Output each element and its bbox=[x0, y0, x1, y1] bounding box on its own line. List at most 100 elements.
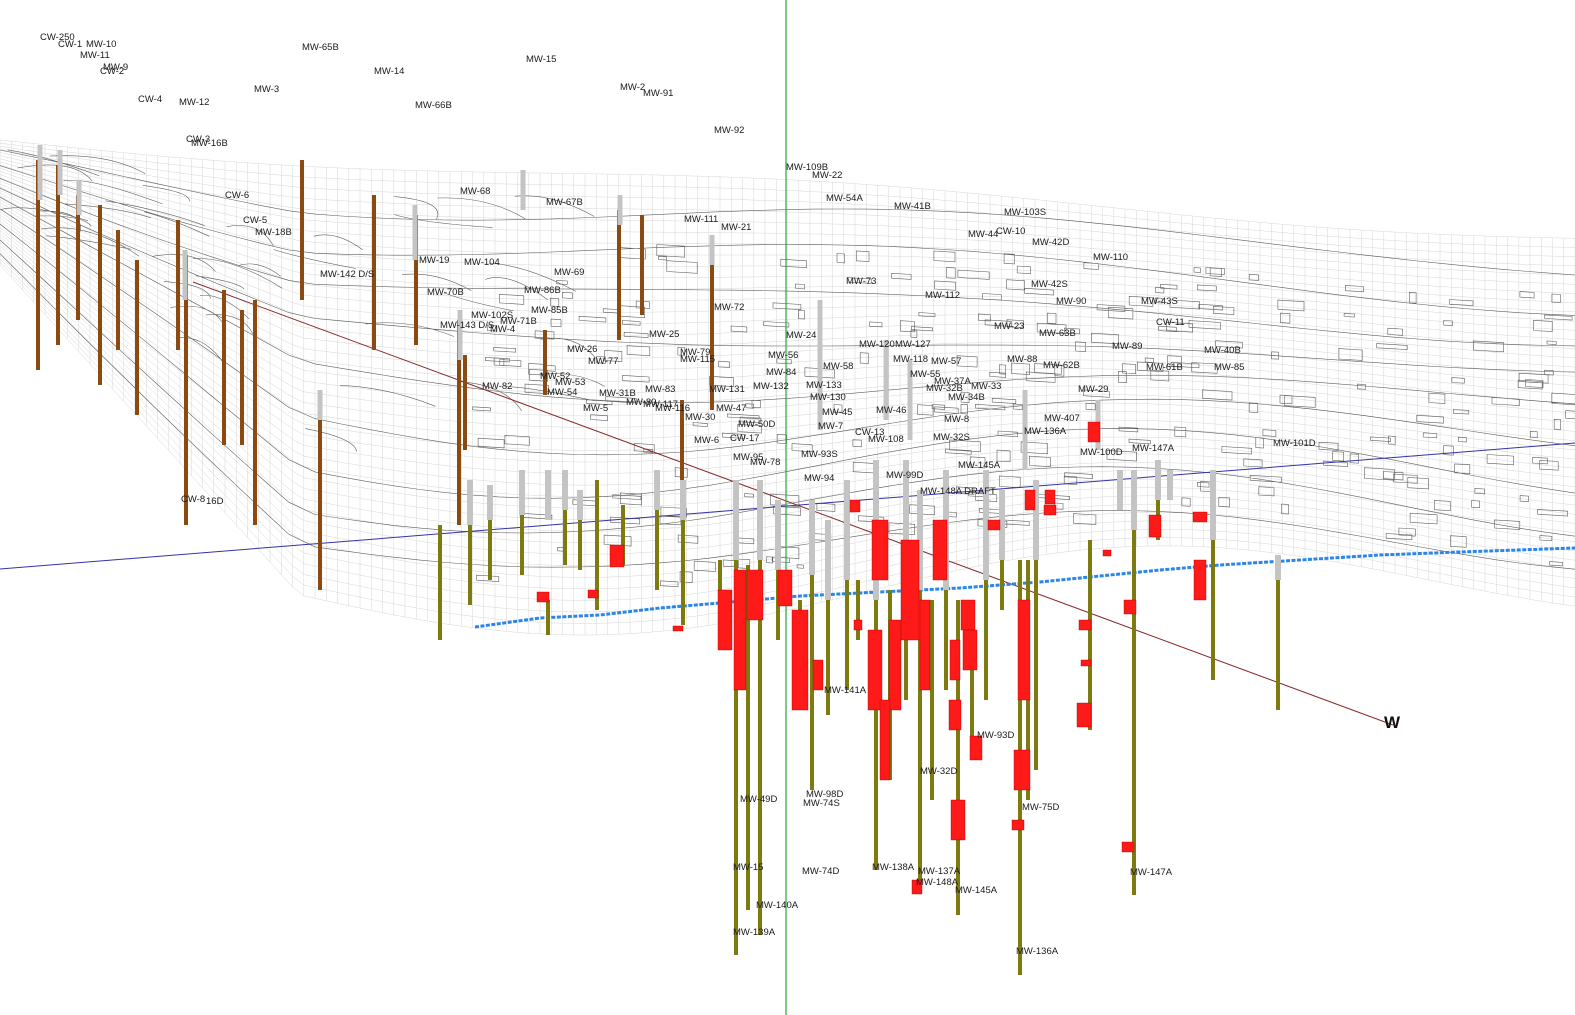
well-label: MW-147A bbox=[1130, 867, 1173, 878]
well-riser bbox=[1131, 470, 1137, 530]
well-label: MW-137A bbox=[918, 866, 961, 877]
well-casing-lowland bbox=[546, 600, 550, 635]
well-label: MW-68 bbox=[460, 186, 490, 197]
contamination-interval bbox=[1044, 489, 1056, 505]
well-label: MW-94 bbox=[804, 473, 834, 484]
contamination-interval bbox=[879, 699, 891, 781]
well-label: MW-133 bbox=[806, 380, 842, 391]
well-casing-upland bbox=[543, 330, 547, 395]
well-label: MW-93D bbox=[977, 730, 1014, 741]
well-casing-lowland bbox=[595, 480, 599, 610]
well-casing-lowland bbox=[1211, 540, 1215, 680]
well-riser bbox=[545, 470, 551, 520]
well-label: MW-69 bbox=[554, 267, 584, 278]
well-label: MW-118 bbox=[893, 354, 928, 365]
contamination-interval bbox=[791, 609, 809, 711]
contamination-interval bbox=[1193, 559, 1207, 601]
well-label: CW-17 bbox=[730, 433, 759, 444]
well-casing-upland bbox=[76, 195, 80, 320]
well-casing-lowland bbox=[856, 580, 860, 640]
well-label: MW-53 bbox=[555, 377, 585, 388]
well-label: MW-14 bbox=[374, 66, 404, 77]
well-label: MW-56 bbox=[768, 350, 798, 361]
well-label: MW-117 bbox=[643, 399, 678, 410]
well-label: MW-62B bbox=[1043, 360, 1080, 371]
well-label: MW-71B bbox=[500, 316, 537, 327]
well-label: MW-49D bbox=[740, 794, 777, 805]
contamination-interval bbox=[871, 519, 889, 581]
well-casing-upland bbox=[372, 195, 376, 350]
well-label: MW-2 bbox=[620, 82, 645, 93]
well-label: MW-89 bbox=[1112, 341, 1142, 352]
well-casing-lowland bbox=[944, 590, 948, 690]
well-label: MW-407 bbox=[1044, 413, 1080, 424]
well-label: MW-34B bbox=[948, 392, 985, 403]
well-label: MW-10 bbox=[86, 39, 116, 50]
well-label: MW-31B bbox=[599, 388, 636, 399]
well-label: MW-127 bbox=[895, 339, 931, 350]
contamination-interval bbox=[919, 599, 931, 691]
contamination-interval bbox=[962, 629, 978, 671]
well-casing-lowland bbox=[621, 505, 625, 565]
well-label: MW-54 bbox=[547, 387, 577, 398]
well-label: MW-131 bbox=[709, 384, 745, 395]
well-casing-upland bbox=[680, 400, 684, 510]
well-riser bbox=[817, 300, 823, 430]
well-label: MW-142 D/S bbox=[320, 269, 374, 280]
well-label: MW-23 bbox=[994, 321, 1024, 332]
well-label: MW-136A bbox=[1016, 946, 1059, 957]
well-label: MW-33 bbox=[971, 381, 1001, 392]
well-label: MW-145A bbox=[955, 885, 998, 896]
contamination-interval bbox=[1087, 421, 1101, 443]
well-riser bbox=[1117, 470, 1123, 510]
contamination-interval bbox=[849, 499, 861, 513]
well-label: MW-26 bbox=[567, 344, 597, 355]
well-riser bbox=[1022, 390, 1028, 470]
well-label: CW-13 bbox=[855, 427, 884, 438]
well-casing-lowland bbox=[1132, 530, 1136, 895]
well-label: MW-111 bbox=[684, 214, 718, 225]
well-label: MW-46 bbox=[876, 405, 906, 416]
well-label: MW-148A DRAFT bbox=[920, 486, 996, 497]
contamination-interval bbox=[932, 519, 948, 581]
well-riser bbox=[654, 470, 660, 510]
contamination-interval bbox=[609, 544, 625, 568]
contamination-interval bbox=[911, 879, 923, 895]
well-casing-upland bbox=[56, 165, 60, 345]
well-casing-upland bbox=[184, 255, 188, 525]
well-label: MW-6 bbox=[694, 435, 719, 446]
well-label: MW-140A bbox=[756, 900, 799, 911]
well-label: MW-78 bbox=[750, 457, 780, 468]
well-casing-upland bbox=[463, 355, 467, 450]
contamination-interval bbox=[960, 599, 976, 631]
contamination-interval bbox=[1024, 489, 1036, 511]
well-label: MW-50D bbox=[738, 419, 775, 430]
well-label: MW-45 bbox=[822, 407, 852, 418]
contamination-interval bbox=[1076, 702, 1092, 728]
well-label: MW-8 bbox=[944, 414, 969, 425]
well-label: MW-90 bbox=[1056, 296, 1086, 307]
well-label: MW-136A bbox=[1024, 426, 1067, 437]
well-label: CW-2 bbox=[100, 66, 124, 77]
well-riser bbox=[457, 310, 463, 360]
well-casing-lowland bbox=[874, 600, 878, 870]
well-label: MW-63B bbox=[1039, 328, 1076, 339]
well-label: CW-5 bbox=[243, 215, 267, 226]
well-casing-lowland bbox=[826, 600, 830, 715]
well-casing-lowland bbox=[563, 510, 567, 565]
contamination-interval bbox=[853, 619, 863, 631]
well-label: MW-11 bbox=[80, 50, 110, 61]
well-label: MW-42D bbox=[1032, 237, 1069, 248]
well-label: MW-132 bbox=[753, 381, 789, 392]
well-label: MW-74D bbox=[802, 866, 839, 877]
well-riser bbox=[999, 490, 1005, 560]
contamination-interval bbox=[1123, 599, 1137, 615]
well-casing-upland bbox=[116, 230, 120, 350]
well-label: MW-74S bbox=[803, 798, 840, 809]
well-label: MW-130 bbox=[810, 392, 846, 403]
well-label: MW-44 bbox=[968, 229, 998, 240]
contamination-interval bbox=[900, 539, 920, 641]
contamination-interval bbox=[948, 699, 962, 731]
